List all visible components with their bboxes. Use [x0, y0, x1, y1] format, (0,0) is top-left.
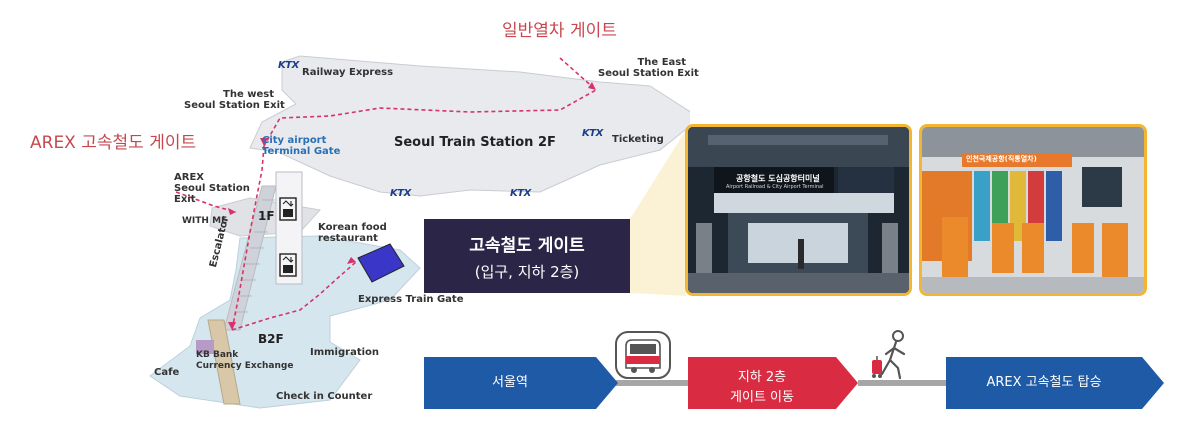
photo2-sign: 인천국제공항(직통열차): [966, 155, 1037, 163]
photo1-sign-sub: Airport Railroad & City Airport Terminal: [726, 184, 824, 190]
immigration-label: Immigration: [310, 347, 380, 358]
station-map: [149, 55, 690, 409]
express-gate-callout: 고속철도 게이트 (입구, 지하 2층): [424, 219, 630, 293]
general-train-gate-title: 일반열차 게이트: [502, 21, 617, 41]
callout-subtitle: (입구, 지하 2층): [474, 263, 580, 281]
photo1-sign-main: 공항철도 도심공항터미널: [736, 174, 820, 183]
escalator-strip: [223, 185, 277, 331]
floor-b2f-label: B2F: [258, 332, 284, 346]
elevator-icon: [279, 197, 297, 221]
ticketing-label: Ticketing: [612, 134, 664, 145]
check-in-counter-label: Check in Counter: [276, 391, 373, 402]
ktx-logo: KTX: [390, 188, 411, 199]
train-icon: [615, 331, 671, 379]
step-arrow: [596, 357, 618, 409]
elevator-icon: [279, 253, 297, 277]
ktx-logo: KTX: [278, 60, 299, 71]
step-board-arex: AREX 고속철도 탑승: [946, 357, 1142, 409]
with-me-label: WITH ME: [182, 216, 228, 226]
escalator-lower: [207, 319, 241, 405]
walking-person-icon: [872, 330, 906, 380]
route-line: [175, 57, 598, 331]
express-train-gate-area: [357, 243, 405, 283]
gate-photo-terminal: 공항철도 도심공항터미널 Airport Railroad & City Air…: [685, 124, 912, 296]
step-seoul-station: 서울역: [424, 357, 596, 409]
express-train-gate-label: Express Train Gate: [358, 294, 464, 305]
step-arrow: [1142, 357, 1164, 409]
step-arrow: [836, 357, 858, 409]
arex-gate-title: AREX 고속철도 게이트: [30, 133, 197, 153]
floor-1f-label: 1F: [258, 209, 275, 223]
step-connector: [596, 380, 690, 386]
cafe-label: Cafe: [154, 367, 180, 378]
ktx-logo: KTX: [510, 188, 531, 199]
ktx-logo: KTX: [582, 128, 603, 139]
step-move-to-b2-gate: 지하 2층 게이트 이동: [688, 357, 836, 409]
floor-2f-shape: [249, 55, 690, 197]
step-connector: [858, 380, 948, 386]
station-name: Seoul Train Station 2F: [394, 135, 556, 150]
kb-bank-area: [196, 340, 214, 354]
gate-photo-airport-train: 인천국제공항(직통열차): [919, 124, 1147, 296]
callout-beam: [630, 130, 686, 296]
railway-express-label: Railway Express: [302, 67, 394, 78]
callout-title: 고속철도 게이트: [469, 236, 585, 256]
